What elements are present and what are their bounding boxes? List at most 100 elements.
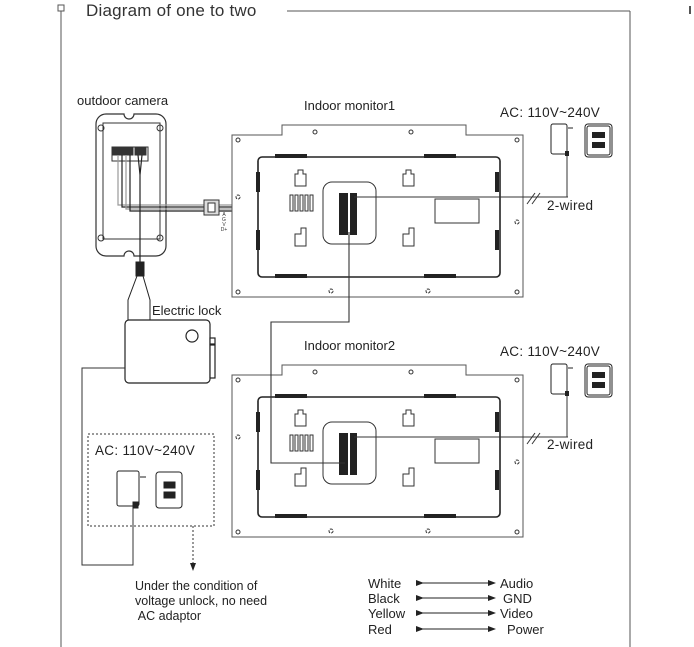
- socket-hole: [592, 132, 605, 138]
- adapter-plug: [565, 151, 569, 156]
- indoor-monitor-1: [231, 124, 568, 298]
- screw-hole-icon: [514, 459, 520, 465]
- connector-plate: [322, 421, 377, 485]
- screw-hole-icon: [514, 219, 520, 225]
- vent-slot: [299, 194, 304, 212]
- frame-clip: [495, 412, 499, 432]
- screw-hole-icon: [235, 194, 241, 200]
- frame-clip: [275, 274, 307, 278]
- wire-break-mark: [526, 192, 541, 205]
- electric-lock-label: Electric lock: [152, 303, 222, 318]
- lock-ac-label: AC: 110V~240V: [95, 443, 196, 458]
- label-plate: [434, 198, 480, 224]
- pin-label: V: [222, 222, 226, 228]
- monitor2-ac-adapter: [550, 363, 613, 437]
- label-plate: [434, 438, 480, 464]
- frame-clip: [275, 514, 307, 518]
- screw-icon: [312, 129, 318, 135]
- screw-hole-icon: [235, 434, 241, 440]
- vent-slot: [299, 434, 304, 452]
- monitor-link-wire: [270, 232, 350, 464]
- power-adapter-icon: [550, 123, 568, 155]
- lock-adapter: [116, 470, 183, 509]
- frame-clip: [256, 470, 260, 490]
- hanger-slot: [294, 467, 307, 487]
- monitor2-wire-label: 2-wired: [547, 437, 594, 452]
- pin-label: D+: [220, 227, 228, 233]
- monitor1-wire-label: 2-wired: [547, 198, 594, 213]
- frame-clip: [424, 274, 456, 278]
- socket-hole: [592, 372, 605, 378]
- monitor-plate: [231, 124, 524, 298]
- socket-hole: [592, 382, 605, 388]
- frame-clip: [424, 394, 456, 398]
- vent-slot: [294, 434, 299, 452]
- legend-signal: Video: [500, 606, 534, 621]
- screw-icon: [514, 529, 520, 535]
- screw-hole-icon: [328, 288, 334, 294]
- socket-inner: [586, 125, 611, 156]
- terminal-block: [339, 433, 348, 475]
- legend-arrows: [416, 580, 496, 632]
- socket-hole: [592, 142, 605, 148]
- terminal-block: [339, 193, 348, 235]
- legend-signal: Audio: [500, 576, 534, 591]
- legend-wire: Yellow: [368, 606, 406, 621]
- screw-hole-icon: [425, 528, 431, 534]
- screw-icon: [312, 369, 318, 375]
- pin-label: G: [222, 217, 226, 223]
- outdoor-camera: [95, 113, 167, 257]
- hanger-slot: [402, 467, 415, 487]
- monitor1-ac-adapter: [550, 123, 613, 197]
- power-adapter-icon: [550, 363, 568, 395]
- frame-clip: [256, 230, 260, 250]
- monitor-inner-frame: [257, 396, 501, 518]
- frame-clip: [275, 394, 307, 398]
- lock-cable: [127, 261, 151, 320]
- monitor-plate: [231, 364, 524, 538]
- screw-icon: [235, 377, 241, 383]
- frame-clip: [256, 412, 260, 432]
- hanger-slot: [402, 227, 415, 247]
- screw-icon: [514, 377, 520, 383]
- hanger-slot: [402, 169, 415, 187]
- screw-icon: [408, 369, 414, 375]
- screw-icon: [514, 289, 520, 295]
- legend-wire: White: [368, 576, 402, 591]
- screw-icon: [408, 129, 414, 135]
- hanger-slot: [294, 169, 307, 187]
- frame-clip: [495, 230, 499, 250]
- frame-clip: [256, 172, 260, 192]
- vent-slot: [289, 434, 294, 452]
- socket-inner: [586, 365, 611, 396]
- frame-clip: [495, 470, 499, 490]
- vent-slot: [294, 194, 299, 212]
- cable-connector: [203, 199, 220, 216]
- frame-clip: [424, 514, 456, 518]
- optional-adapter-box: [87, 433, 215, 527]
- frame-clip: [275, 154, 307, 158]
- monitor1-label: Indoor monitor1: [304, 98, 396, 113]
- outdoor-camera-label: outdoor camera: [77, 93, 169, 108]
- legend-signal: GND: [503, 591, 532, 606]
- screw-icon: [235, 289, 241, 295]
- voltage-unlock-note: Under the condition of voltage unlock, n…: [135, 579, 268, 623]
- vent-slot: [309, 434, 314, 452]
- legend-signal: Power: [507, 622, 544, 637]
- screw-icon: [235, 529, 241, 535]
- frame-clip: [495, 172, 499, 192]
- indoor-monitor-2: [231, 364, 568, 538]
- monitor-inner-frame: [257, 156, 501, 278]
- legend-wire: Black: [368, 591, 400, 606]
- terminal-block: [350, 193, 357, 235]
- wire-break-mark: [526, 432, 541, 445]
- electric-lock: [124, 319, 216, 384]
- adapter-plug: [565, 391, 569, 396]
- monitor2-label: Indoor monitor2: [304, 338, 396, 353]
- terminal-block: [350, 433, 357, 475]
- monitor2-ac-label: AC: 110V~240V: [500, 344, 601, 359]
- vent-slot: [309, 194, 314, 212]
- diagram-frame: [57, 4, 691, 647]
- vent-slot: [304, 434, 309, 452]
